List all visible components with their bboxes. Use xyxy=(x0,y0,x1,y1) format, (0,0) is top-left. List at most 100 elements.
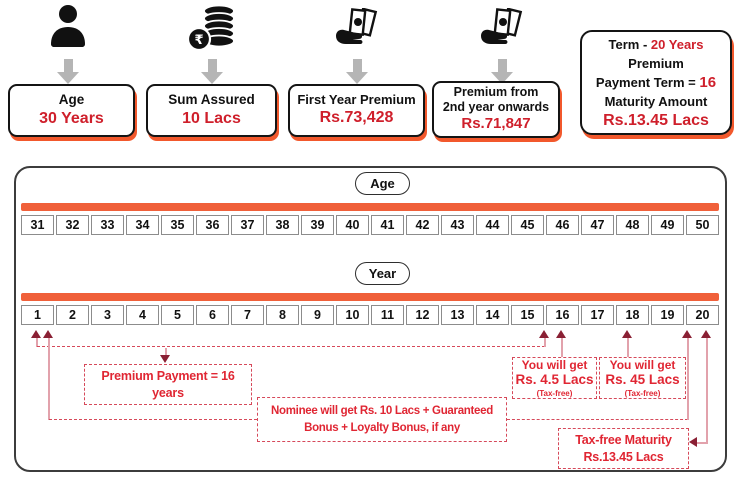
nominee-line-1: Nominee will get Rs. 10 Lacs + Guarantee… xyxy=(271,405,493,418)
arrowhead-year1-premium xyxy=(31,330,41,338)
age-cell: 35 xyxy=(161,215,194,235)
down-arrow-icon xyxy=(346,59,368,84)
age-card-label: Age xyxy=(58,91,85,107)
year-cell: 15 xyxy=(511,305,544,325)
premium-payment-text: Premium Payment = 16 years xyxy=(101,368,235,400)
survival-benefit-16-note: You will get Rs. 4.5 Lacs (Tax-free) xyxy=(512,357,597,399)
age-cell: 46 xyxy=(546,215,579,235)
year-cell: 6 xyxy=(196,305,229,325)
arrowhead-year20-maturity xyxy=(701,330,711,338)
age-cell: 38 xyxy=(266,215,299,235)
money-in-hand-icon xyxy=(334,7,380,55)
age-cell: 33 xyxy=(91,215,124,235)
first-year-premium-label: First Year Premium xyxy=(297,91,416,107)
money-in-hand-icon xyxy=(479,7,525,55)
year-cell: 18 xyxy=(616,305,649,325)
connector-stem xyxy=(36,338,38,347)
policy-summary-card: Term - 20 Years Premium Payment Term = 1… xyxy=(580,30,732,135)
arrowhead-year1-nominee xyxy=(43,330,53,338)
payment-term-label: Payment Term = xyxy=(595,75,696,90)
connector-stem xyxy=(48,338,50,420)
age-cell: 48 xyxy=(616,215,649,235)
renewal-premium-card: Premium from 2nd year onwards Rs.71,847 xyxy=(432,81,560,138)
benefit16-line-1: You will get xyxy=(521,357,588,372)
sum-assured-value: 10 Lacs xyxy=(182,109,241,127)
benefit18-line-2: Rs. 45 Lacs xyxy=(605,372,680,388)
nominee-line-2: Bonus + Loyalty Bonus, if any xyxy=(304,421,460,434)
year-cell: 11 xyxy=(371,305,404,325)
age-pill-label: Age xyxy=(370,176,395,191)
age-card-value: 30 Years xyxy=(39,109,104,127)
renewal-premium-label-1: Premium from xyxy=(453,85,539,100)
year-cell: 10 xyxy=(336,305,369,325)
year-cell: 1 xyxy=(21,305,54,325)
term-value: 20 Years xyxy=(650,37,704,52)
connector-stem xyxy=(627,338,629,358)
arrowhead-year18-benefit xyxy=(622,330,632,338)
age-cell: 44 xyxy=(476,215,509,235)
nominee-dashed-line-left xyxy=(49,419,257,420)
maturity-note-line-1: Tax-free Maturity xyxy=(575,432,672,447)
arrowhead-year16-benefit xyxy=(556,330,566,338)
sum-assured-card: Sum Assured 10 Lacs xyxy=(146,84,277,137)
benefit16-line-2: Rs. 4.5 Lacs xyxy=(515,372,594,388)
connector-stem xyxy=(544,338,546,347)
year-cell: 2 xyxy=(56,305,89,325)
renewal-premium-value: Rs.71,847 xyxy=(461,115,531,133)
year-pill: Year xyxy=(355,262,410,285)
year-cell: 3 xyxy=(91,305,124,325)
connector-stem xyxy=(697,442,707,444)
benefit16-line-3: (Tax-free) xyxy=(536,388,573,398)
age-cell: 50 xyxy=(686,215,719,235)
age-cell: 40 xyxy=(336,215,369,235)
tax-free-maturity-note: Tax-free Maturity Rs.13.45 Lacs xyxy=(558,428,689,469)
first-year-premium-value: Rs.73,428 xyxy=(319,109,394,127)
year-cell: 20 xyxy=(686,305,719,325)
rupee-coins-icon: ₹ xyxy=(186,3,238,58)
year-bar xyxy=(21,293,719,301)
sum-assured-label: Sum Assured xyxy=(168,91,255,107)
survival-benefit-18-note: You will get Rs. 45 Lacs (Tax-free) xyxy=(599,357,686,399)
age-cell: 47 xyxy=(581,215,614,235)
age-bar xyxy=(21,203,719,211)
premium-span-dashed-line xyxy=(37,346,545,347)
arrowhead-maturity-box xyxy=(689,437,697,447)
age-cell: 36 xyxy=(196,215,229,235)
benefit18-line-3: (Tax-free) xyxy=(624,388,661,398)
age-cell: 43 xyxy=(441,215,474,235)
connector-stem xyxy=(165,348,167,355)
year-pill-label: Year xyxy=(368,266,397,281)
premium-payment-note: Premium Payment = 16 years xyxy=(84,364,252,405)
age-cell: 49 xyxy=(651,215,684,235)
year-cell: 4 xyxy=(126,305,159,325)
year-cell: 5 xyxy=(161,305,194,325)
payment-term-line: Payment Term = 16 xyxy=(596,73,716,92)
arrowhead-year16-premium xyxy=(539,330,549,338)
age-cell: 32 xyxy=(56,215,89,235)
age-cell: 39 xyxy=(301,215,334,235)
year-cell: 8 xyxy=(266,305,299,325)
year-cell: 14 xyxy=(476,305,509,325)
connector-stem xyxy=(561,338,563,358)
connector-stem xyxy=(706,338,708,444)
first-year-premium-card: First Year Premium Rs.73,428 xyxy=(288,84,425,137)
year-cell: 7 xyxy=(231,305,264,325)
benefit18-line-1: You will get xyxy=(609,357,676,372)
term-label: Term - xyxy=(608,37,648,52)
down-arrow-icon xyxy=(57,59,79,84)
age-cell: 37 xyxy=(231,215,264,235)
payment-term-value: 16 xyxy=(699,74,717,91)
nominee-dashed-line-right xyxy=(507,419,688,420)
arrowhead-premium-label xyxy=(160,355,170,363)
year-cell: 12 xyxy=(406,305,439,325)
person-icon xyxy=(46,4,90,55)
nominee-benefit-note: Nominee will get Rs. 10 Lacs + Guarantee… xyxy=(257,397,507,442)
age-card: Age 30 Years xyxy=(8,84,135,137)
svg-text:₹: ₹ xyxy=(194,33,203,48)
year-cell: 19 xyxy=(651,305,684,325)
age-cell: 42 xyxy=(406,215,439,235)
year-cell: 9 xyxy=(301,305,334,325)
